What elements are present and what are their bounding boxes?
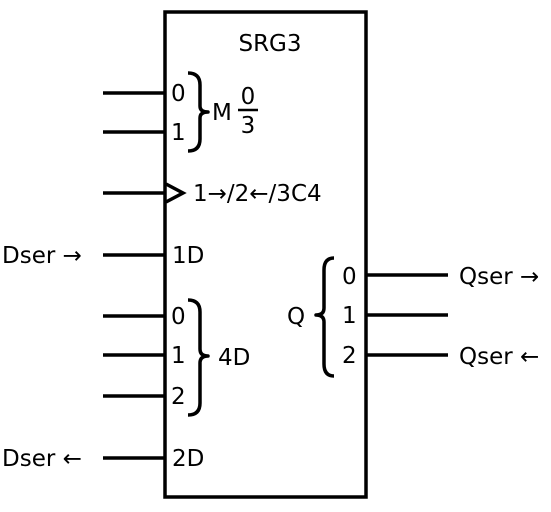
- dser-left-external-label: Dser ←: [2, 446, 82, 472]
- output-2-label: 2: [342, 343, 357, 369]
- mode-function-letter: M: [212, 100, 232, 126]
- data-input-2-label: 2: [171, 384, 186, 410]
- clock-dependency-label: 1→/2←/3C4: [193, 181, 322, 207]
- mode-inputs-brace: [187, 71, 210, 153]
- output-0-label: 0: [342, 264, 357, 290]
- qser-left-external-label: Qser ←: [459, 344, 539, 370]
- data-input-0-label: 0: [171, 304, 186, 330]
- mode-function-numerator: 0: [241, 84, 256, 110]
- data-group-label: 4D: [218, 345, 250, 371]
- block-title: SRG3: [238, 31, 301, 57]
- output-1-label: 1: [342, 303, 357, 329]
- output-group-label: Q: [287, 304, 305, 330]
- mode-function-denominator: 3: [241, 113, 256, 139]
- data-input-1-label: 1: [171, 343, 186, 369]
- data-inputs-brace: [187, 298, 210, 417]
- outputs-brace: [314, 256, 335, 378]
- dser-left-pin-label: 2D: [172, 446, 204, 472]
- mode-input-1-label: 1: [171, 120, 186, 146]
- clock-triangle-icon: [165, 182, 187, 204]
- dser-right-pin-label: 1D: [172, 243, 204, 269]
- mode-input-0-label: 0: [171, 81, 186, 107]
- qser-right-external-label: Qser →: [459, 264, 539, 290]
- dser-right-external-label: Dser →: [2, 243, 82, 269]
